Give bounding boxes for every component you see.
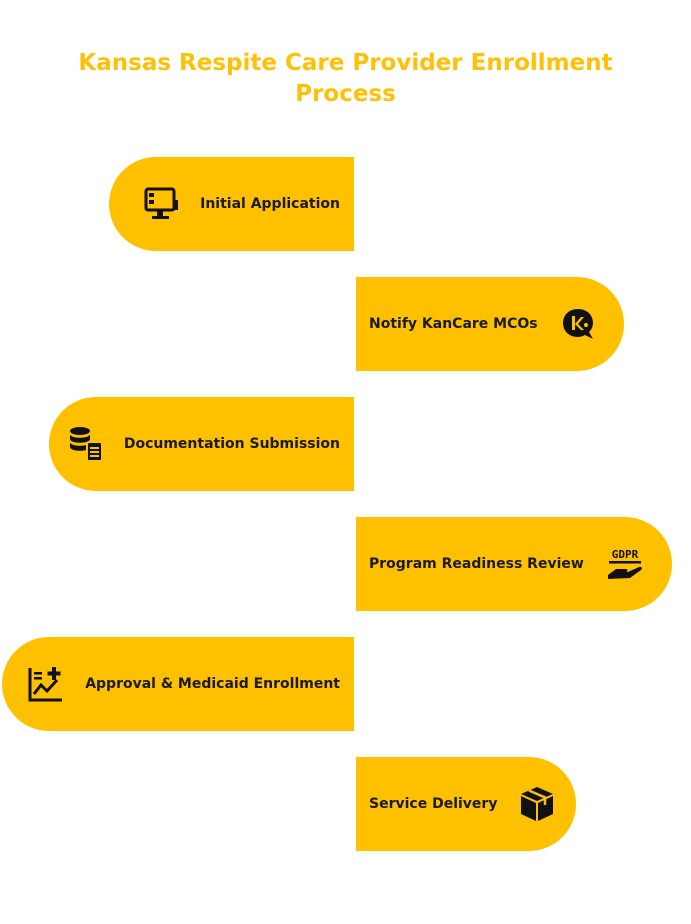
step-notify-kancare-mcos: Notify KanCare MCOs — [356, 277, 624, 371]
step-label: Documentation Submission — [123, 436, 340, 452]
step-label: Approval & Medicaid Enrollment — [85, 676, 340, 692]
chart-plus-icon — [27, 665, 65, 703]
step-label: Initial Application — [200, 196, 340, 212]
package-box-icon — [519, 785, 555, 823]
step-label: Notify KanCare MCOs — [369, 316, 538, 332]
step-documentation-submission: Documentation Submission — [49, 397, 354, 491]
step-approval-medicaid-enrollment: Approval & Medicaid Enrollment — [2, 637, 354, 731]
database-document-icon — [68, 425, 104, 463]
computer-icon — [144, 186, 180, 222]
gdpr-hand-icon: GDPR — [606, 545, 644, 583]
gdpr-text: GDPR — [612, 548, 639, 561]
step-initial-application: Initial Application — [109, 157, 354, 251]
page-title: Kansas Respite Care Provider Enrollment … — [78, 50, 613, 107]
step-label: Program Readiness Review — [369, 556, 584, 572]
step-label: Service Delivery — [369, 796, 498, 812]
step-service-delivery: Service Delivery — [356, 757, 576, 851]
kancare-logo-icon — [560, 306, 596, 342]
step-program-readiness-review: Program Readiness Review GDPR — [356, 517, 672, 611]
